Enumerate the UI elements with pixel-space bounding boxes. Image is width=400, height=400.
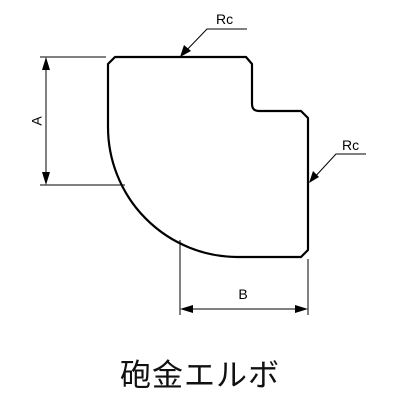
top-rc-leader (180, 28, 247, 57)
dimension-b (179, 240, 309, 315)
dimension-b-arrow-right (295, 305, 308, 313)
top-rc-label: Rc (216, 11, 233, 27)
dimension-b-arrow-left (180, 305, 193, 313)
caption-title: 砲金エルボ (120, 358, 280, 394)
dimension-a-arrow-bottom (42, 172, 50, 185)
elbow-body-outline (106, 55, 310, 259)
side-rc-leader (309, 153, 366, 183)
side-rc-label: Rc (342, 137, 359, 153)
dimension-a-arrow-top (42, 57, 50, 70)
dimension-b-label: B (238, 286, 247, 302)
dimension-a (40, 56, 125, 186)
dimension-a-label: A (29, 116, 45, 126)
